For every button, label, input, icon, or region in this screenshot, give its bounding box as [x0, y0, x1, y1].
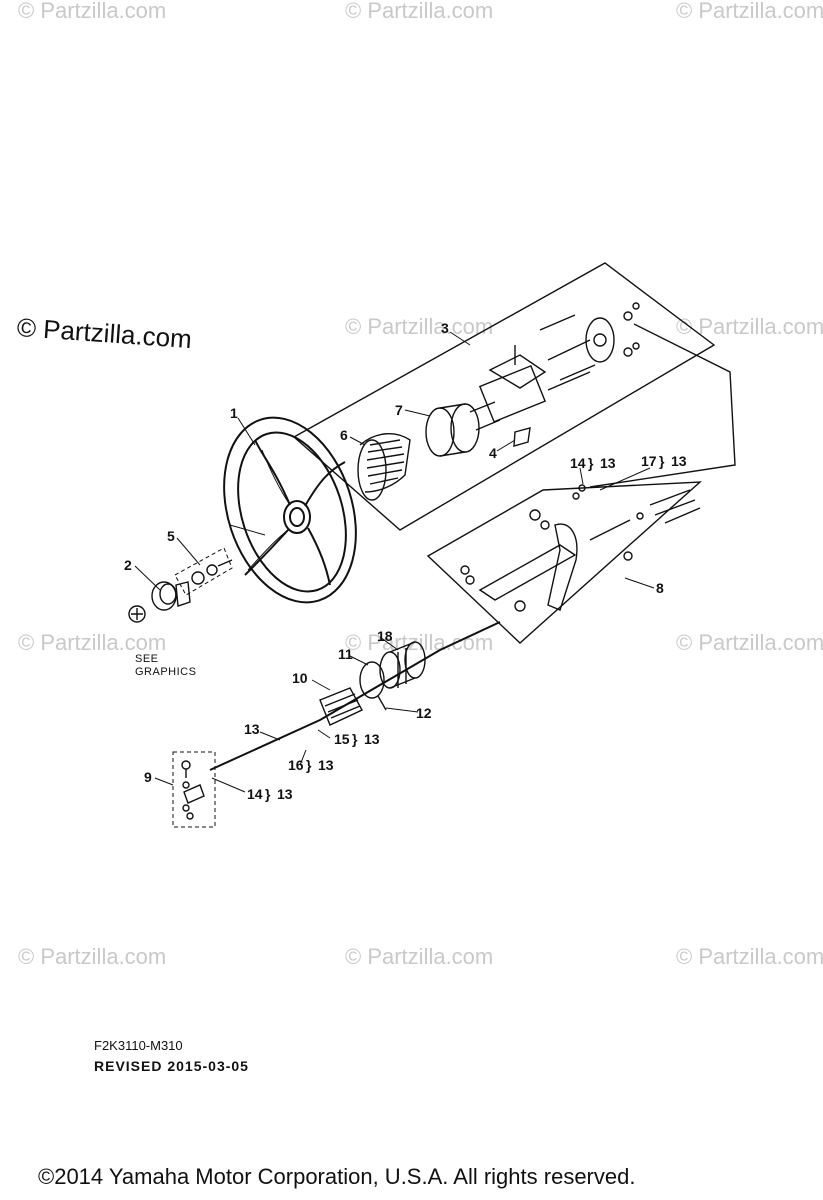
callout-bracket: } — [659, 453, 665, 469]
callout-1: 1 — [230, 405, 238, 421]
leader-line — [589, 323, 736, 488]
watermark: © Partzilla.com — [345, 314, 494, 339]
callout-7: 7 — [395, 402, 403, 418]
end-fitting-group-box — [172, 751, 216, 828]
callout-12: 12 — [416, 705, 432, 721]
bellows — [379, 641, 426, 689]
emblem — [128, 605, 146, 623]
callout-5: 5 — [167, 528, 175, 544]
washer-group-box — [174, 547, 233, 596]
watermark: © Partzilla.com — [18, 0, 167, 23]
callout-13: 13 — [244, 721, 260, 737]
helm-assembly-group-box — [292, 262, 716, 531]
callout-8: 8 — [656, 580, 664, 596]
callout-13: 13 — [600, 455, 616, 471]
callout-bracket: } — [265, 786, 271, 802]
callout-13: 13 — [277, 786, 293, 802]
callout-14: 14 — [247, 786, 263, 802]
cable-boot — [319, 687, 363, 726]
callout-13: 13 — [671, 453, 687, 469]
callout-2: 2 — [124, 557, 132, 573]
callout-17: 17 — [641, 453, 657, 469]
end-fitting — [181, 760, 205, 820]
callout-14: 14 — [570, 455, 586, 471]
steering-cable — [209, 621, 501, 771]
callout-bracket: } — [588, 455, 594, 471]
hub-nut — [151, 581, 191, 611]
callout-10: 10 — [292, 670, 308, 686]
watermark: © Partzilla.com — [345, 630, 494, 655]
watermark: © Partzilla.com — [676, 0, 823, 23]
watermark: © Partzilla.com — [345, 0, 494, 23]
watermark: © Partzilla.com — [676, 944, 823, 969]
callout-15: 15 — [334, 731, 350, 747]
callout-bracket: } — [306, 757, 312, 773]
callout-16: 16 — [288, 757, 304, 773]
callout-4: 4 — [489, 445, 497, 461]
copyright-notice: ©2014 Yamaha Motor Corporation, U.S.A. A… — [38, 1164, 636, 1189]
cone-cover — [357, 433, 411, 501]
callout-18: 18 — [377, 628, 393, 644]
watermark: © Partzilla.com — [676, 630, 823, 655]
bracket — [460, 484, 701, 612]
helm-unit — [469, 302, 640, 447]
watermark: © Partzilla.com — [345, 944, 494, 969]
watermark: © Partzilla.com — [18, 630, 167, 655]
callout-bracket: } — [352, 731, 358, 747]
callout-13: 13 — [318, 757, 334, 773]
callout-13: 13 — [364, 731, 380, 747]
bracket-assembly-group-box — [426, 481, 702, 644]
hose-clamp — [359, 661, 387, 711]
steering-wheel — [223, 416, 357, 604]
watermark: © Partzilla.com — [18, 944, 167, 969]
see-graphics-line1: SEE — [135, 653, 159, 665]
callout-9: 9 — [144, 769, 152, 785]
callout-6: 6 — [340, 427, 348, 443]
see-graphics-line2: GRAPHICS — [135, 666, 196, 678]
drawing-code: F2K3110-M310 — [94, 1038, 183, 1053]
callout-11: 11 — [338, 646, 353, 662]
washers — [191, 559, 233, 585]
callout-3: 3 — [441, 320, 449, 336]
revision-date: REVISED 2015-03-05 — [94, 1058, 249, 1074]
